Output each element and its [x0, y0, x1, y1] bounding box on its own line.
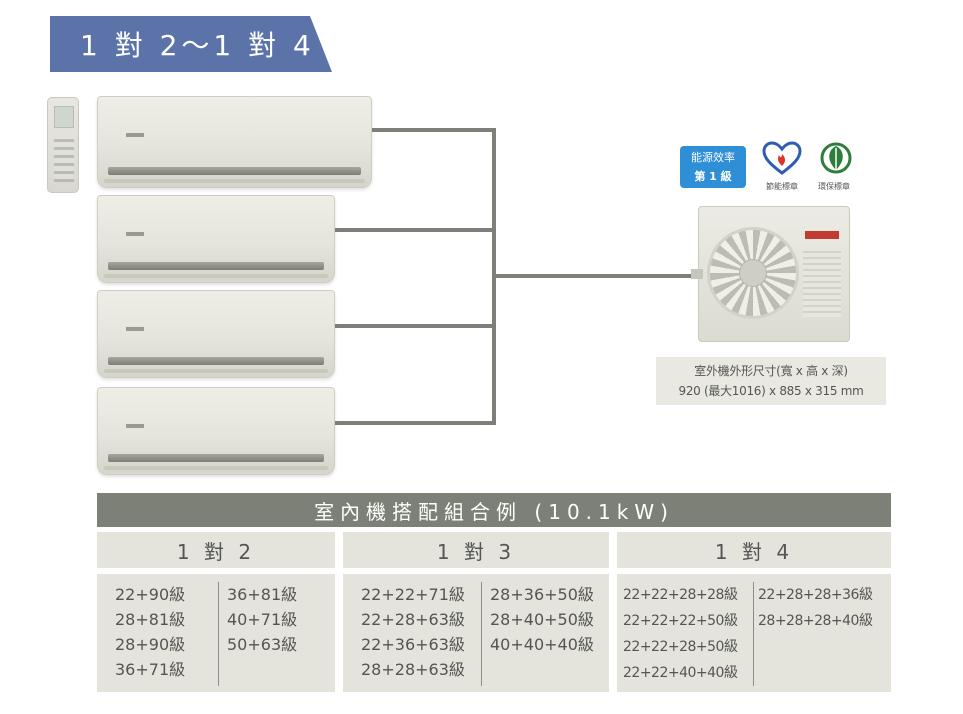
pipe-unit-1	[372, 128, 496, 132]
remote-screen	[54, 106, 74, 128]
indoor-unit-logo	[126, 232, 144, 236]
outdoor-dimensions-value: 920 (最大1016) x 885 x 315 mm	[678, 384, 864, 398]
indoor-unit-2	[97, 195, 335, 283]
combo-item: 22+22+22+50級	[623, 613, 738, 629]
indoor-unit-vent	[108, 262, 324, 270]
combo-item: 22+22+28+50級	[623, 639, 738, 655]
outdoor-unit-fan-hub	[739, 259, 767, 287]
combo-item: 22+22+28+28級	[623, 587, 738, 603]
pipe-unit-4	[335, 421, 496, 425]
pipe-trunk-vertical	[492, 128, 496, 425]
indoor-unit-1	[97, 96, 372, 188]
outdoor-unit-image	[691, 206, 850, 342]
column-header-1to3: 1 對 3	[343, 532, 609, 568]
energy-saving-label: 節能標章	[766, 182, 798, 191]
combo-item: 22+22+40+40級	[623, 665, 738, 681]
combo-item: 50+63級	[227, 635, 298, 654]
pipe-unit-3	[335, 324, 496, 328]
outdoor-unit-port	[691, 269, 703, 279]
combo-item: 36+81級	[227, 585, 298, 604]
combination-table-title: 室內機搭配組合例 (10.1kW)	[97, 493, 891, 527]
outdoor-unit-brand-tag	[805, 231, 839, 239]
combo-item: 22+36+63級	[361, 635, 465, 654]
combo-list-right: 22+28+28+36級 28+28+28+40級	[753, 582, 873, 686]
indoor-unit-lip	[104, 274, 328, 278]
indoor-unit-4	[97, 387, 335, 475]
indoor-unit-3	[97, 290, 335, 378]
indoor-unit-lip	[104, 369, 328, 373]
energy-efficiency-badge: 能源效率 第 1 級	[680, 146, 746, 188]
outdoor-dimensions-box: 室外機外形尺寸(寬 x 高 x 深) 920 (最大1016) x 885 x …	[656, 357, 886, 405]
combo-column-1to2: 22+90級 28+81級 28+90級 36+71級 36+81級 40+71…	[97, 574, 335, 692]
combo-column-1to3: 22+22+71級 22+28+63級 22+36+63級 28+28+63級 …	[343, 574, 609, 692]
eco-label: 環保標章	[818, 182, 850, 191]
combo-list-left: 22+90級 28+81級 28+90級 36+71級	[115, 582, 185, 686]
combo-list-left: 22+22+28+28級 22+22+22+50級 22+22+28+50級 2…	[623, 582, 738, 686]
combo-item: 28+40+50級	[490, 610, 594, 629]
combo-item: 22+22+71級	[361, 585, 465, 604]
outdoor-dimensions-label: 室外機外形尺寸(寬 x 高 x 深)	[694, 364, 848, 378]
combo-item: 28+28+28+40級	[758, 613, 873, 629]
combo-column-1to4: 22+22+28+28級 22+22+22+50級 22+22+28+50級 2…	[617, 574, 891, 692]
combo-item: 40+40+40級	[490, 635, 594, 654]
indoor-unit-lip	[104, 179, 365, 183]
outdoor-unit-grille	[803, 247, 841, 317]
title-ribbon: 1 對 2～1 對 4	[50, 16, 332, 72]
indoor-unit-vent	[108, 454, 324, 462]
combo-list-right: 36+81級 40+71級 50+63級	[218, 582, 297, 686]
combo-item: 22+28+28+36級	[758, 587, 873, 603]
indoor-unit-lip	[104, 466, 328, 470]
efficiency-line2: 第 1 級	[694, 170, 732, 183]
energy-saving-heart-icon	[762, 141, 802, 175]
combo-item: 40+71級	[227, 610, 298, 629]
page-title: 1 對 2～1 對 4	[80, 29, 315, 62]
combo-list-left: 22+22+71級 22+28+63級 22+36+63級 28+28+63級	[361, 582, 465, 686]
pipe-unit-2	[335, 228, 496, 232]
remote-control-image	[47, 97, 79, 193]
combo-item: 28+81級	[115, 610, 186, 629]
efficiency-line1: 能源效率	[691, 151, 735, 164]
combo-item: 36+71級	[115, 660, 186, 679]
combo-item: 22+28+63級	[361, 610, 465, 629]
combo-item: 28+36+50級	[490, 585, 594, 604]
column-header-1to2: 1 對 2	[97, 532, 335, 568]
pipe-to-outdoor	[496, 274, 700, 278]
combo-item: 28+90級	[115, 635, 186, 654]
combo-item: 28+28+63級	[361, 660, 465, 679]
indoor-unit-logo	[126, 327, 144, 331]
indoor-unit-vent	[108, 357, 324, 365]
remote-buttons	[54, 134, 74, 182]
indoor-unit-vent	[108, 167, 361, 175]
combo-list-right: 28+36+50級 28+40+50級 40+40+40級	[481, 582, 594, 686]
column-header-1to4: 1 對 4	[617, 532, 891, 568]
combo-item: 22+90級	[115, 585, 186, 604]
indoor-unit-logo	[126, 424, 144, 428]
eco-label-leaf-icon	[820, 142, 852, 174]
indoor-unit-logo	[126, 133, 144, 137]
